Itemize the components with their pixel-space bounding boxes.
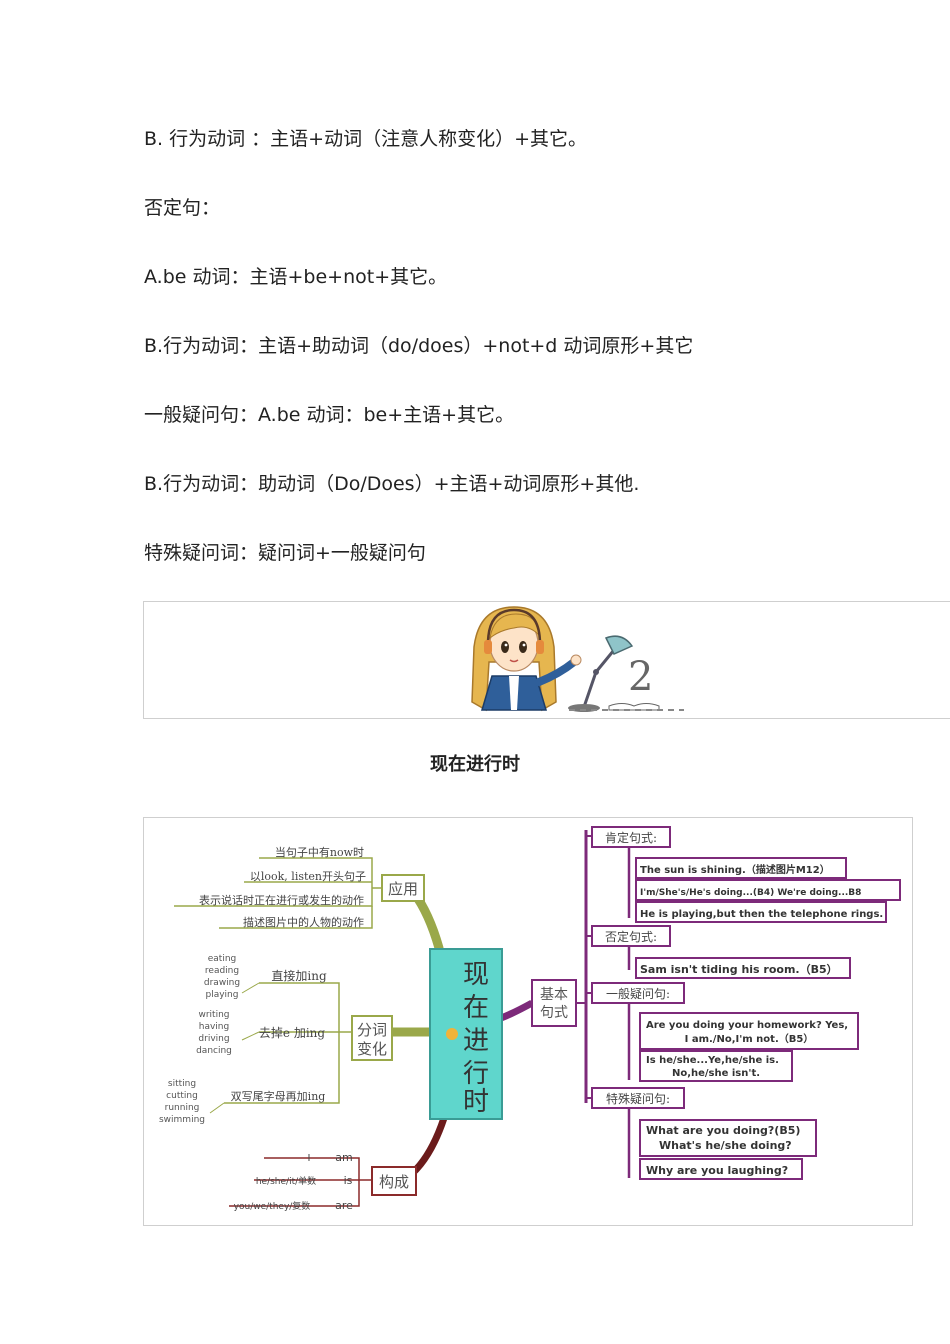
form-subject-3: you/we/they/复数 bbox=[234, 1200, 311, 1212]
text-line-5: 一般疑问句：A.be 动词：be+主语+其它。 bbox=[144, 404, 515, 426]
special-question-1b: What's he/she doing? bbox=[659, 1139, 792, 1152]
banner-number: 2 bbox=[628, 654, 654, 700]
form-subject-2: he/she/it/单数 bbox=[256, 1175, 316, 1187]
usage-item-4: 描述图片中的人物的动作 bbox=[243, 915, 364, 929]
usage-item-3: 表示说话时正在进行或发生的动作 bbox=[199, 893, 364, 907]
rule-label-1: 直接加ing bbox=[271, 968, 327, 983]
affirmative-example-1: The sun is shining.（描述图片M12） bbox=[640, 863, 830, 876]
affirmative-example-3: He is playing,but then the telephone rin… bbox=[640, 909, 883, 920]
word-playing: playing bbox=[206, 990, 239, 1000]
word-sitting: sitting bbox=[168, 1079, 196, 1089]
center-char-3: 进 bbox=[463, 1026, 489, 1056]
affirmative-label: 肯定句式: bbox=[605, 830, 657, 845]
rule-label-3: 双写尾字母再加ing bbox=[231, 1089, 326, 1103]
form-subject-1: I bbox=[308, 1153, 311, 1164]
general-question-1b: I am./No,I'm not.（B5） bbox=[685, 1032, 814, 1045]
general-question-2b: No,he/she isn't. bbox=[672, 1068, 760, 1079]
affirmative-example-2: I'm/She's/He's doing...(B4) We're doing.… bbox=[640, 888, 861, 898]
word-eating: eating bbox=[208, 954, 237, 964]
change-label-1: 分词 bbox=[357, 1021, 387, 1039]
basic-label-2: 句式 bbox=[540, 1005, 568, 1021]
form-verb-3: are bbox=[335, 1199, 353, 1212]
word-drawing: drawing bbox=[204, 978, 240, 988]
change-label-2: 变化 bbox=[357, 1040, 387, 1058]
text-line-2: 否定句： bbox=[144, 197, 221, 219]
special-question-2: Why are you laughing? bbox=[646, 1164, 788, 1177]
form-verb-1: am bbox=[335, 1151, 352, 1164]
word-dancing: dancing bbox=[196, 1046, 232, 1056]
word-swimming: swimming bbox=[159, 1115, 205, 1125]
center-char-2: 在 bbox=[463, 993, 489, 1023]
rule-label-2: 去掉e 加ing bbox=[259, 1026, 325, 1040]
form-label: 构成 bbox=[379, 1173, 409, 1191]
girl-lamp-illustration bbox=[471, 606, 684, 712]
special-question-label: 特殊疑问句: bbox=[606, 1091, 670, 1106]
general-question-label: 一般疑问句: bbox=[606, 986, 670, 1001]
usage-item-1: 当句子中有now时 bbox=[275, 845, 364, 859]
mind-map-canvas: 现 在 进 行 时 应用 当句子中有now时 以look, listen开头句子… bbox=[159, 826, 901, 1212]
special-question-1a: What are you doing?(B5) bbox=[646, 1124, 800, 1137]
text-line-6: B.行为动词：助动词（Do/Does）+主语+动词原形+其他. bbox=[144, 473, 640, 495]
word-having: having bbox=[199, 1022, 229, 1032]
general-question-2a: Is he/she...Ye,he/she is. bbox=[646, 1055, 779, 1066]
center-char-5: 时 bbox=[463, 1087, 489, 1117]
word-cutting: cutting bbox=[166, 1091, 198, 1101]
text-line-3: A.be 动词：主语+be+not+其它。 bbox=[144, 266, 448, 288]
mind-map: 现 在 进 行 时 应用 当句子中有now时 以look, listen开头句子… bbox=[143, 817, 913, 1226]
usage-item-2: 以look, listen开头句子 bbox=[250, 870, 366, 883]
form-verb-2: is bbox=[344, 1174, 353, 1187]
word-driving: driving bbox=[198, 1034, 229, 1044]
text-line-7: 特殊疑问词：疑问词+一般疑问句 bbox=[144, 542, 426, 564]
general-question-1a: Are you doing your homework? Yes, bbox=[646, 1020, 848, 1031]
usage-label: 应用 bbox=[388, 880, 418, 898]
text-line-1: B. 行为动词 ：主语+动词（注意人称变化）+其它。 bbox=[144, 128, 587, 150]
word-reading: reading bbox=[205, 966, 239, 976]
center-char-4: 行 bbox=[463, 1059, 489, 1089]
negative-label: 否定句式: bbox=[605, 929, 657, 944]
section-banner: 2 bbox=[143, 601, 950, 719]
center-char-1: 现 bbox=[463, 960, 489, 990]
word-writing: writing bbox=[198, 1010, 229, 1020]
text-line-4: B.行为动词：主语+助动词（do/does）+not+d 动词原形+其它 bbox=[144, 335, 694, 357]
word-running: running bbox=[165, 1103, 200, 1113]
negative-example-1: Sam isn't tiding his room.（B5） bbox=[640, 963, 838, 976]
basic-label-1: 基本 bbox=[540, 986, 568, 1003]
section-title: 现在进行时 bbox=[430, 754, 520, 775]
